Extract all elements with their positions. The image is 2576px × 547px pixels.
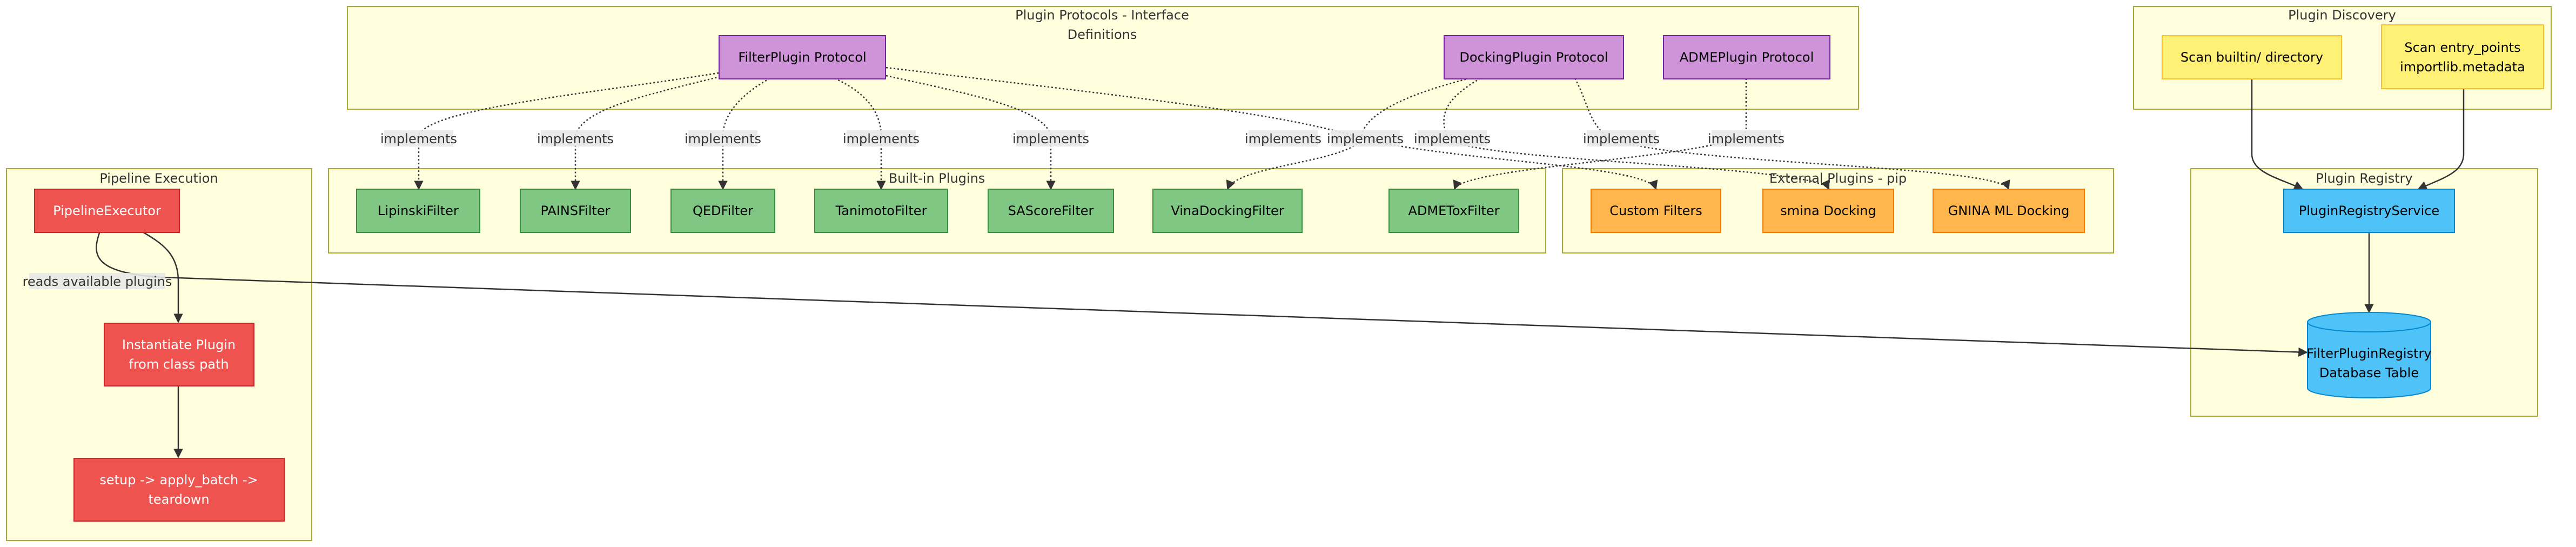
node-label: TanimotoFilter <box>835 203 927 218</box>
edge-filter-to-tanimoto <box>834 77 886 190</box>
node-tanimoto-filter[interactable]: TanimotoFilter <box>814 189 948 233</box>
node-custom-filters[interactable]: Custom Filters <box>1591 189 1721 233</box>
edge-scan-builtin-to-registry <box>2251 78 2304 190</box>
node-sascore-filter[interactable]: SAScoreFilter <box>988 189 1114 233</box>
node-setup-apply-teardown[interactable]: setup -> apply_batch -> teardown <box>73 458 285 522</box>
node-label: smina Docking <box>1780 203 1876 218</box>
edge-filter-to-lipinski <box>414 72 719 190</box>
node-label-line1: setup -> apply_batch -> <box>99 472 258 488</box>
label-implements-vina: implements <box>1327 131 1404 146</box>
label-implements-qed: implements <box>685 131 761 146</box>
label-reads-available-plugins: reads available plugins <box>23 274 172 289</box>
node-label: PipelineExecutor <box>53 203 161 218</box>
label-implements-tanimoto: implements <box>843 131 920 146</box>
cluster-title-discovery: Plugin Discovery <box>2288 8 2396 23</box>
node-label: LipinskiFilter <box>378 203 459 218</box>
edge-labels: implements implements implements impleme… <box>23 130 1785 289</box>
node-scan-entry-points[interactable]: Scan entry_points importlib.metadata <box>2381 24 2544 89</box>
node-admetox-filter[interactable]: ADMEToxFilter <box>1388 189 1519 233</box>
cluster-title-protocols-line1: Plugin Protocols - Interface <box>1015 8 1189 23</box>
node-label: GNINA ML Docking <box>1948 203 2070 218</box>
node-label-line1: FilterPluginRegistry <box>2306 346 2431 361</box>
cluster-title-protocols-line2: Definitions <box>1068 27 1137 42</box>
node-filter-plugin-registry-db[interactable]: FilterPluginRegistry Database Table <box>2306 312 2432 398</box>
node-qed-filter[interactable]: QEDFilter <box>670 189 775 233</box>
edge-filter-to-sascore <box>886 75 1056 190</box>
edge-entry-points-to-registry <box>2417 88 2465 190</box>
node-label: DockingPlugin Protocol <box>1459 50 1608 65</box>
edge-filter-to-pains <box>571 75 725 190</box>
node-label: PluginRegistryService <box>2299 203 2439 218</box>
node-adme-plugin-protocol[interactable]: ADMEPlugin Protocol <box>1663 35 1830 79</box>
node-label: SAScoreFilter <box>1008 203 1094 218</box>
label-implements-custom: implements <box>1245 131 1321 146</box>
edge-docking-to-smina <box>1443 77 1830 190</box>
node-label: ADMEToxFilter <box>1408 203 1500 218</box>
node-vina-docking-filter[interactable]: VinaDockingFilter <box>1152 189 1303 233</box>
cluster-title-execution: Pipeline Execution <box>99 171 218 186</box>
node-label: FilterPlugin Protocol <box>738 50 866 65</box>
label-implements-lipinski: implements <box>380 131 457 146</box>
node-smina-docking[interactable]: smina Docking <box>1762 189 1894 233</box>
edge-adme-to-admetox <box>1453 78 1747 190</box>
node-label-line1: Instantiate Plugin <box>122 337 236 352</box>
label-implements-smina: implements <box>1414 131 1491 146</box>
label-implements-pains: implements <box>537 131 614 146</box>
node-plugin-registry-service[interactable]: PluginRegistryService <box>2283 189 2455 233</box>
node-label-line2: Database Table <box>2319 365 2419 381</box>
database-cylinder-icon <box>2307 312 2431 398</box>
node-pains-filter[interactable]: PAINSFilter <box>520 189 631 233</box>
node-label-line2: importlib.metadata <box>2400 59 2525 75</box>
node-lipinski-filter[interactable]: LipinskiFilter <box>356 189 480 233</box>
node-label: QEDFilter <box>693 203 753 218</box>
node-gnina-ml-docking[interactable]: GNINA ML Docking <box>1933 189 2085 233</box>
node-label: VinaDockingFilter <box>1171 203 1284 218</box>
node-label-line2: from class path <box>129 357 229 372</box>
node-label: PAINSFilter <box>540 203 610 218</box>
edge-docking-to-gnina <box>1574 78 2010 190</box>
label-implements-gnina: implements <box>1583 131 1660 146</box>
node-pipeline-executor[interactable]: PipelineExecutor <box>34 189 180 233</box>
cluster-plugin-protocols: Plugin Protocols - Interface Definitions <box>347 6 1859 110</box>
node-docking-plugin-protocol[interactable]: DockingPlugin Protocol <box>1444 35 1624 79</box>
cluster-title-external: External Plugins - pip <box>1769 171 1907 186</box>
node-scan-builtin-directory[interactable]: Scan builtin/ directory <box>2162 35 2342 79</box>
node-label: Custom Filters <box>1609 203 1702 218</box>
label-implements-sascore: implements <box>1012 131 1089 146</box>
node-label: ADMEPlugin Protocol <box>1680 50 1814 65</box>
node-label-line1: Scan entry_points <box>2404 40 2520 55</box>
node-label: Scan builtin/ directory <box>2181 50 2323 65</box>
node-label-line2: teardown <box>148 492 209 507</box>
cluster-title-builtin: Built-in Plugins <box>889 171 985 186</box>
cluster-title-registry: Plugin Registry <box>2316 171 2412 186</box>
label-implements-admetox: implements <box>1708 131 1785 146</box>
node-filter-plugin-protocol[interactable]: FilterPlugin Protocol <box>719 35 886 79</box>
node-instantiate-plugin[interactable]: Instantiate Plugin from class path <box>104 323 254 386</box>
